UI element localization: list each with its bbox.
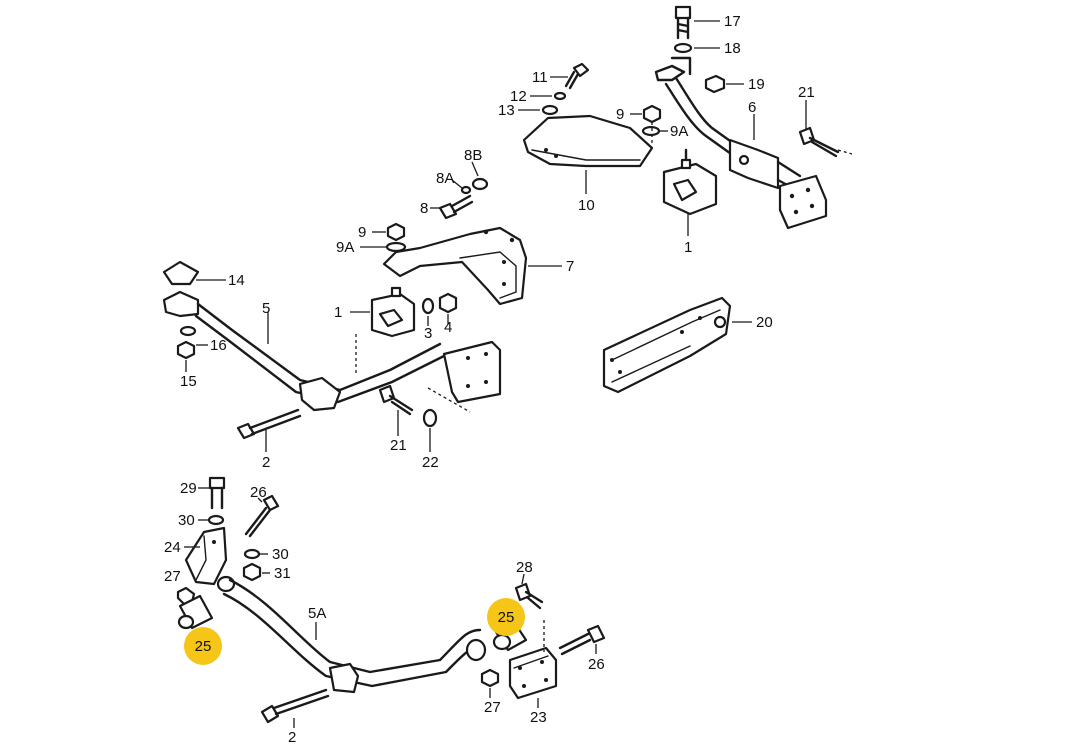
washer-13 — [541, 104, 559, 116]
washer-9a-mid — [385, 241, 407, 253]
washer-30-top — [207, 514, 225, 526]
bolt-21-top — [798, 126, 840, 158]
callout-30-right: 30 — [272, 546, 289, 563]
nut-31 — [242, 562, 262, 582]
crossmember-5 — [162, 290, 502, 412]
callout-9-mid: 9 — [358, 224, 366, 241]
callout-10: 10 — [578, 197, 595, 214]
bolt-29 — [208, 476, 226, 510]
nut-27-bottom — [480, 668, 500, 688]
callout-29: 29 — [180, 480, 197, 497]
callout-19: 19 — [748, 76, 765, 93]
callout-20: 20 — [756, 314, 773, 331]
callout-14: 14 — [228, 272, 245, 289]
bracket-20 — [602, 296, 732, 394]
washer-30-right — [243, 548, 261, 560]
callout-8a: 8A — [436, 170, 454, 187]
bolt-28 — [514, 582, 544, 610]
callout-6: 6 — [748, 99, 756, 116]
callout-labels: 17 18 19 11 12 13 9 9A 6 21 10 1 8B 8A 8… — [164, 13, 815, 746]
callout-15: 15 — [180, 373, 197, 390]
engine-mount-1-mid — [370, 286, 416, 338]
callout-27-bottom: 27 — [484, 699, 501, 716]
washer-9a-top — [641, 125, 661, 137]
highlight-label-25-left: 25 — [195, 638, 212, 655]
bolt-21-mid — [378, 384, 414, 416]
bolt-2-mid — [236, 408, 302, 440]
bushing-25-left — [177, 594, 214, 630]
washer-8b — [471, 177, 489, 191]
callout-1-mid: 1 — [334, 304, 342, 321]
washer-3 — [421, 297, 435, 315]
callout-5: 5 — [262, 300, 270, 317]
callout-9a-mid: 9A — [336, 239, 354, 256]
nut-9-mid — [386, 222, 406, 242]
callout-2-bottom: 2 — [288, 729, 296, 746]
callout-9a-top: 9A — [670, 123, 688, 140]
bolt-17 — [674, 5, 692, 40]
callout-28: 28 — [516, 559, 533, 576]
callout-24: 24 — [164, 539, 181, 556]
stabilizer-bar-5a — [216, 575, 487, 694]
callout-8: 8 — [420, 200, 428, 217]
bolt-2-bottom — [260, 688, 330, 724]
callout-3: 3 — [424, 325, 432, 342]
callout-30-top: 30 — [178, 512, 195, 529]
callout-26-top: 26 — [250, 484, 267, 501]
callout-11: 11 — [532, 69, 548, 86]
callout-2-mid: 2 — [262, 454, 270, 471]
callout-13: 13 — [498, 102, 515, 119]
callout-8b: 8B — [464, 147, 482, 164]
callout-21-top: 21 — [798, 84, 815, 101]
bracket-plate-6 — [778, 174, 828, 230]
crossmember-6 — [664, 76, 802, 194]
callout-18: 18 — [724, 40, 741, 57]
callout-23: 23 — [530, 709, 547, 726]
highlight-callout-25-left[interactable]: 25 — [184, 627, 222, 665]
callout-21-mid: 21 — [390, 437, 407, 454]
callout-22: 22 — [422, 454, 439, 471]
bracket-7 — [382, 226, 528, 306]
washer-8a — [460, 185, 472, 195]
bolt-8 — [438, 194, 474, 220]
callout-16: 16 — [210, 337, 227, 354]
highlight-label-25-right: 25 — [498, 609, 515, 626]
nut-15 — [176, 340, 196, 360]
callout-12: 12 — [510, 88, 527, 105]
callout-31: 31 — [274, 565, 291, 582]
bolt-11 — [564, 62, 590, 90]
callout-9-top: 9 — [616, 106, 624, 123]
washer-22 — [422, 408, 438, 428]
callout-27-left: 27 — [164, 568, 181, 585]
nut-9-top — [642, 104, 662, 124]
nut-19 — [704, 74, 726, 94]
bracket-23 — [508, 620, 558, 700]
engine-mount-1-top — [662, 148, 718, 216]
bracket-14 — [162, 260, 200, 286]
highlight-callout-25-right[interactable]: 25 — [487, 598, 525, 636]
bracket-24 — [184, 526, 228, 586]
callout-17: 17 — [724, 13, 741, 30]
bolt-26-top — [244, 494, 280, 538]
washer-16 — [179, 325, 197, 337]
callout-1-top: 1 — [684, 239, 692, 256]
heat-shield-10 — [522, 114, 654, 168]
nut-4 — [438, 292, 458, 314]
bolt-26-right — [558, 624, 606, 656]
callout-5a: 5A — [308, 605, 326, 622]
callout-26-right: 26 — [588, 656, 605, 673]
washer-18 — [673, 42, 693, 54]
callout-7: 7 — [566, 258, 574, 275]
washer-12 — [553, 91, 567, 101]
callout-4: 4 — [444, 319, 452, 336]
